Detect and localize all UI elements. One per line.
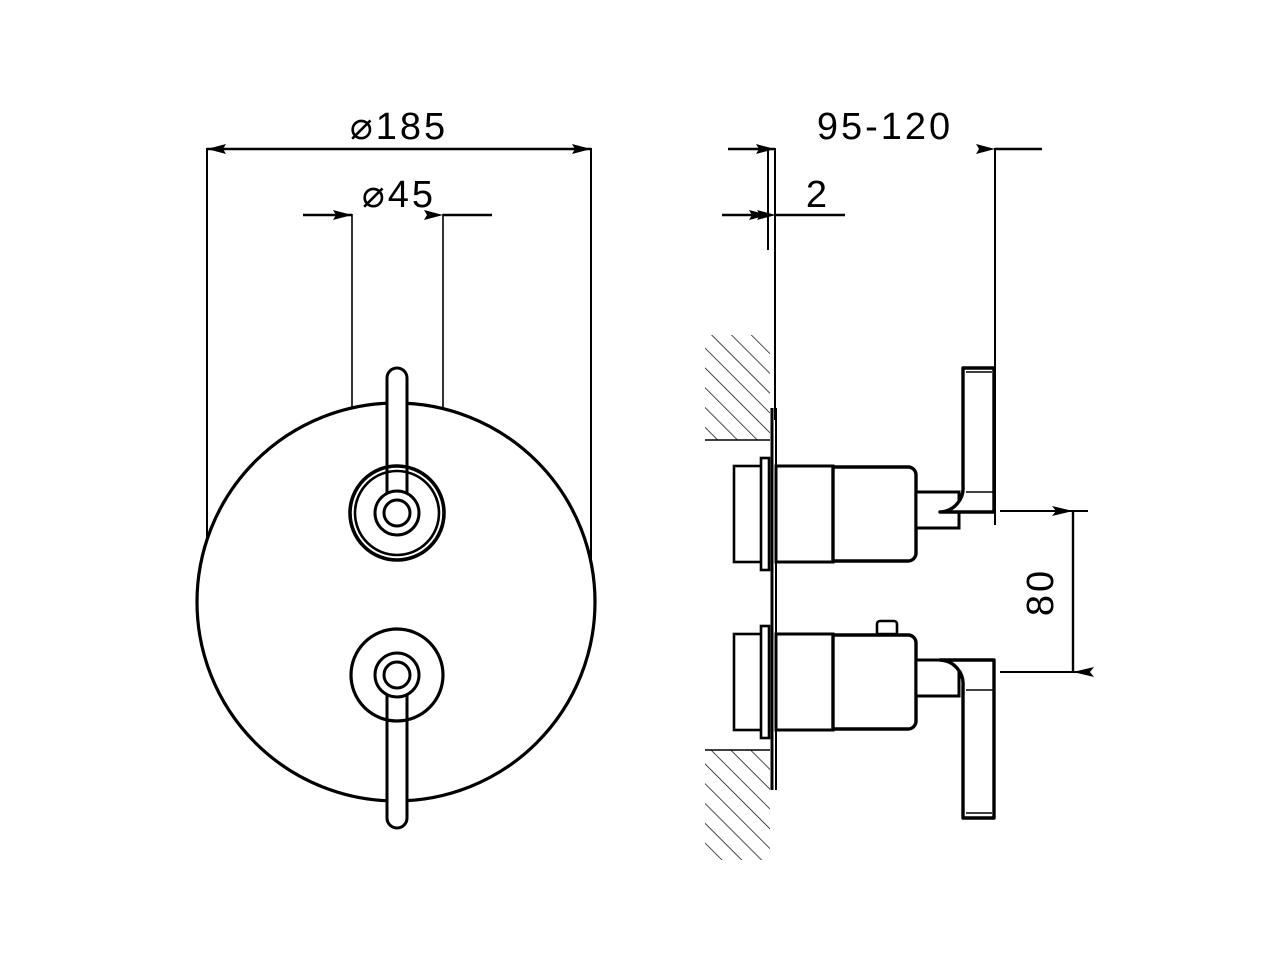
wall-section-lower [705, 749, 770, 860]
lower-body-tab [875, 619, 899, 636]
dimension-plate-thickness: 2 [722, 174, 845, 220]
diverter-outer-ring [349, 627, 445, 723]
lower-spindle [914, 658, 961, 698]
dimension-plate-diameter: ⌀185 [207, 106, 591, 154]
dim-label-projection-range: 95-120 [817, 106, 953, 148]
front-extension-lines [206, 148, 592, 600]
front-view: ⌀185 ⌀45 [195, 106, 597, 830]
lower-body-stage-1 [774, 632, 835, 732]
upper-body-stage-1 [774, 464, 835, 564]
lower-valve-assembly [732, 619, 996, 820]
dimension-projection-range: 95-120 [728, 106, 1042, 154]
thermostatic-inner-ring [353, 469, 441, 557]
dim-label-handle-spacing: 80 [1020, 568, 1062, 616]
dim-label-plate-diameter: ⌀185 [350, 106, 448, 148]
wall-hatch-lower [705, 750, 770, 860]
side-section-view: 95-120 2 [705, 106, 1094, 860]
diverter-hub-inner [382, 660, 412, 690]
upper-plate-flange [759, 456, 771, 572]
lower-rear-collar [732, 632, 766, 732]
upper-lever[interactable] [938, 366, 996, 514]
thermostatic-handle[interactable] [348, 366, 446, 562]
diverter-handle[interactable] [349, 627, 445, 830]
upper-valve-assembly [732, 366, 996, 572]
thermostatic-outer-ring [348, 464, 446, 562]
lower-lever[interactable] [938, 658, 996, 820]
lower-body-stage-2 [831, 633, 918, 731]
dimension-handle-spacing: 80 [1000, 506, 1094, 677]
lower-plate-flange [759, 624, 771, 740]
upper-rear-collar [732, 464, 766, 564]
upper-body-stage-2 [831, 465, 918, 563]
wall-section-upper [705, 335, 770, 441]
dim-label-plate-thickness: 2 [806, 174, 830, 216]
dimension-handle-diameter: ⌀45 [303, 174, 492, 220]
dim-label-handle-diameter: ⌀45 [362, 174, 436, 216]
thermostatic-hub-inner [382, 498, 412, 528]
wall-hatch-upper [705, 335, 770, 440]
